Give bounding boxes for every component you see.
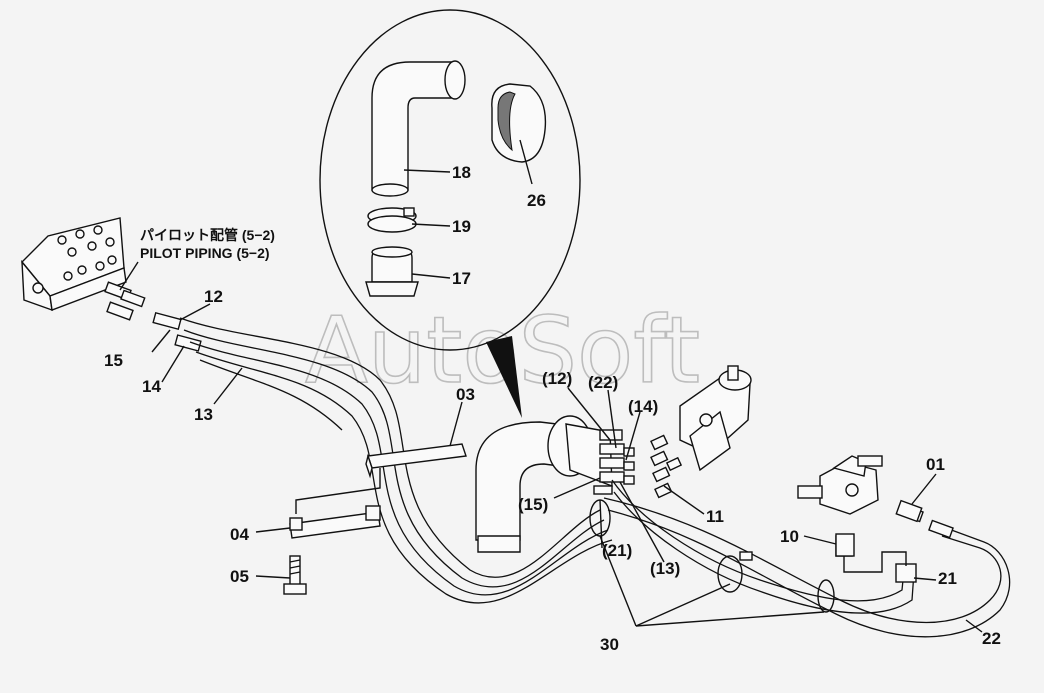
pilot-piping-note: パイロット配管 (5−2) PILOT PIPING (5−2) (140, 227, 275, 261)
plate-04 (289, 505, 381, 539)
label-03: 03 (456, 385, 475, 404)
main-hose-elbow (475, 415, 613, 553)
pilot-piping-en: PILOT PIPING (5−2) (140, 245, 270, 261)
fitting-10 (835, 533, 855, 557)
seal-26 (491, 83, 547, 163)
detail-pointer (486, 336, 522, 418)
label-21-ref: (21) (602, 541, 632, 560)
bracket-03 (295, 443, 467, 514)
clamps-30 (589, 499, 835, 613)
connector-bunch (593, 429, 635, 495)
label-22: 22 (982, 629, 1001, 648)
block-fittings (104, 281, 202, 352)
label-12: 12 (204, 287, 223, 306)
label-21: 21 (938, 569, 957, 588)
label-13-ref: (13) (650, 559, 680, 578)
detail-view (319, 9, 581, 418)
label-26: 26 (527, 191, 546, 210)
label-10: 10 (780, 527, 799, 546)
label-18: 18 (452, 163, 471, 182)
adapter-17 (365, 246, 419, 297)
label-14: 14 (142, 377, 161, 396)
swivel-fittings-11 (650, 434, 683, 499)
part-labels: 18 26 19 17 12 15 14 13 03 04 05 (12) (2… (104, 163, 1001, 654)
label-30: 30 (600, 635, 619, 654)
label-15-ref: (15) (518, 495, 548, 514)
label-04: 04 (230, 525, 249, 544)
label-11: 11 (706, 507, 724, 526)
label-22-ref: (22) (588, 373, 618, 392)
label-12-ref: (12) (542, 369, 572, 388)
label-13: 13 (194, 405, 213, 424)
pilot-piping-jp: パイロット配管 (5−2) (140, 227, 275, 243)
bolt-05 (283, 555, 307, 595)
clamp-19 (367, 207, 417, 233)
label-01: 01 (926, 455, 945, 474)
fitting-01 (895, 499, 923, 523)
label-17: 17 (452, 269, 471, 288)
pilot-pump (679, 365, 752, 472)
label-05: 05 (230, 567, 249, 586)
label-19: 19 (452, 217, 471, 236)
control-valve-right (797, 455, 883, 515)
label-14-ref: (14) (628, 397, 658, 416)
pilot-valve-block (21, 217, 127, 312)
leader-lines (119, 139, 983, 633)
elbow-hose-18 (371, 60, 466, 197)
label-15: 15 (104, 351, 123, 370)
